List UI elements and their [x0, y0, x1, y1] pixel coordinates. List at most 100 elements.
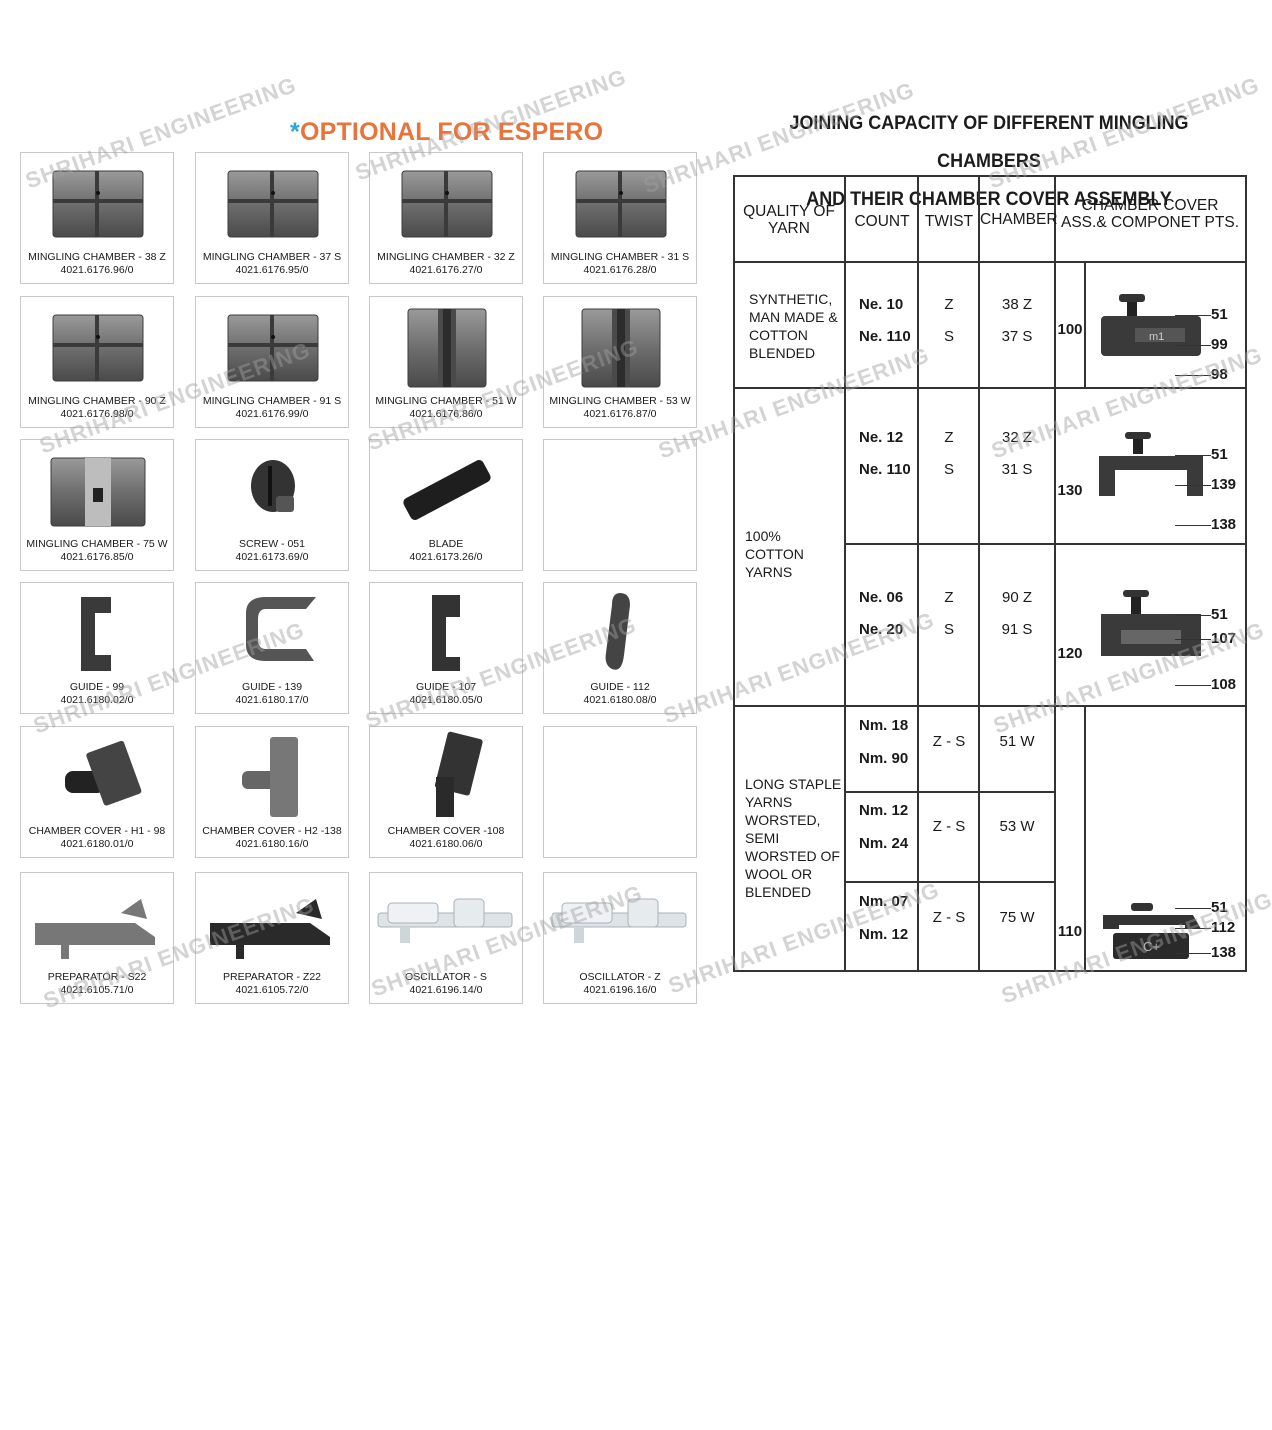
callout-line — [1175, 953, 1211, 954]
part-card — [543, 726, 697, 858]
chamber-cover-image — [196, 727, 348, 823]
optional-title: *OPTIONAL FOR ESPERO — [290, 118, 603, 147]
part-name: GUIDE - 112 — [590, 681, 650, 693]
header-chamber: CHAMBER — [980, 211, 1058, 228]
part-code: 4021.6173.69/0 — [235, 551, 309, 563]
mingling-chamber-image — [196, 153, 348, 249]
table-rule — [735, 261, 1245, 263]
oscillator-image — [370, 873, 522, 969]
quality-group-cotton: 100% COTTON YARNS — [745, 528, 804, 580]
table-rule — [917, 177, 919, 972]
twist-value: Z — [944, 296, 954, 313]
part-name: OSCILLATOR - S — [405, 971, 487, 983]
callout-line — [1175, 315, 1211, 316]
part-code: 4021.6176.99/0 — [235, 408, 309, 420]
part-code: 4021.6180.17/0 — [235, 694, 309, 706]
assembly-number: 110 — [1057, 922, 1083, 940]
callout-line — [1175, 639, 1211, 640]
mingling-chamber-image — [544, 153, 696, 249]
quality-group-synthetic: SYNTHETIC, MAN MADE & COTTON BLENDED — [749, 291, 838, 361]
table-rule — [844, 177, 846, 972]
chamber-value: 31 S — [1001, 461, 1033, 478]
optional-title-text: OPTIONAL FOR ESPERO — [299, 118, 604, 146]
chamber-value: 38 Z — [1001, 296, 1032, 313]
part-name: CHAMBER COVER - H2 -138 — [202, 825, 342, 837]
twist-value: S — [943, 328, 954, 345]
count-value: Nm. 24 — [859, 835, 909, 852]
chamber-cover-assembly-image: m1 — [1091, 286, 1211, 371]
part-name: MINGLING CHAMBER - 90 Z — [28, 395, 166, 407]
header-twist: TWIST — [924, 213, 974, 230]
callout-number: 51 — [1211, 306, 1228, 323]
twist-value: S — [943, 461, 954, 478]
callout-number: 98 — [1211, 366, 1228, 383]
twist-value: Z - S — [932, 818, 966, 835]
chamber-value: 37 S — [1001, 328, 1033, 345]
callout-line — [1175, 525, 1211, 526]
part-name: MINGLING CHAMBER - 37 S — [202, 251, 342, 263]
part-name: MINGLING CHAMBER - 51 W — [375, 395, 517, 407]
callout-line — [1175, 375, 1211, 376]
count-value: Ne. 110 — [859, 328, 911, 345]
assembly-number: 120 — [1057, 645, 1083, 662]
chamber-value: 51 W — [999, 733, 1035, 750]
table-rule — [845, 791, 1055, 793]
count-value: Ne. 10 — [859, 296, 904, 313]
mingling-chamber-image — [370, 297, 522, 393]
chamber-cover-image — [21, 727, 173, 823]
count-value: Ne. 06 — [859, 589, 904, 606]
chamber-value: 53 W — [999, 818, 1035, 835]
guide-image — [21, 583, 173, 679]
chamber-value: 90 Z — [1001, 589, 1032, 606]
chamber-cover-image — [370, 727, 522, 823]
callout-line — [1175, 455, 1211, 456]
screw-image — [196, 440, 348, 536]
callout-number: 138 — [1211, 944, 1237, 961]
twist-value: S — [943, 621, 954, 638]
part-card — [543, 439, 697, 571]
part-code: 4021.6176.86/0 — [409, 408, 483, 420]
preparator-image — [196, 873, 348, 969]
chamber-cover-assembly-image: C+ — [1091, 899, 1211, 984]
twist-value: Z - S — [932, 909, 966, 926]
table-rule — [978, 177, 980, 972]
part-code: 4021.6176.98/0 — [60, 408, 134, 420]
part-code: 4021.6176.95/0 — [235, 264, 309, 276]
table-rule — [845, 881, 1055, 883]
part-code: 4021.6176.96/0 — [60, 264, 134, 276]
empty-image — [544, 440, 696, 536]
header-cover: CHAMBER COVER ASS.& COMPONET PTS. — [1061, 197, 1240, 231]
part-code: 4021.6176.87/0 — [583, 408, 657, 420]
callout-number: 107 — [1211, 630, 1237, 647]
svg-text:C+: C+ — [1143, 939, 1160, 954]
chamber-value: 32 Z — [1001, 429, 1032, 446]
part-code: 4021.6196.14/0 — [409, 984, 483, 996]
part-code: 4021.6176.85/0 — [60, 551, 134, 563]
callout-number: 51 — [1211, 606, 1228, 623]
part-code: 4021.6180.02/0 — [60, 694, 134, 706]
part-code: 4021.6176.27/0 — [409, 264, 483, 276]
svg-text:m1: m1 — [1149, 331, 1164, 343]
part-name: MINGLING CHAMBER - 53 W — [549, 395, 691, 407]
table-rule — [735, 705, 1245, 707]
count-value: Nm. 12 — [859, 926, 909, 943]
callout-line — [1175, 928, 1211, 929]
part-name: MINGLING CHAMBER - 32 Z — [377, 251, 515, 263]
callout-line — [1175, 615, 1211, 616]
part-name: CHAMBER COVER -108 — [387, 825, 505, 837]
